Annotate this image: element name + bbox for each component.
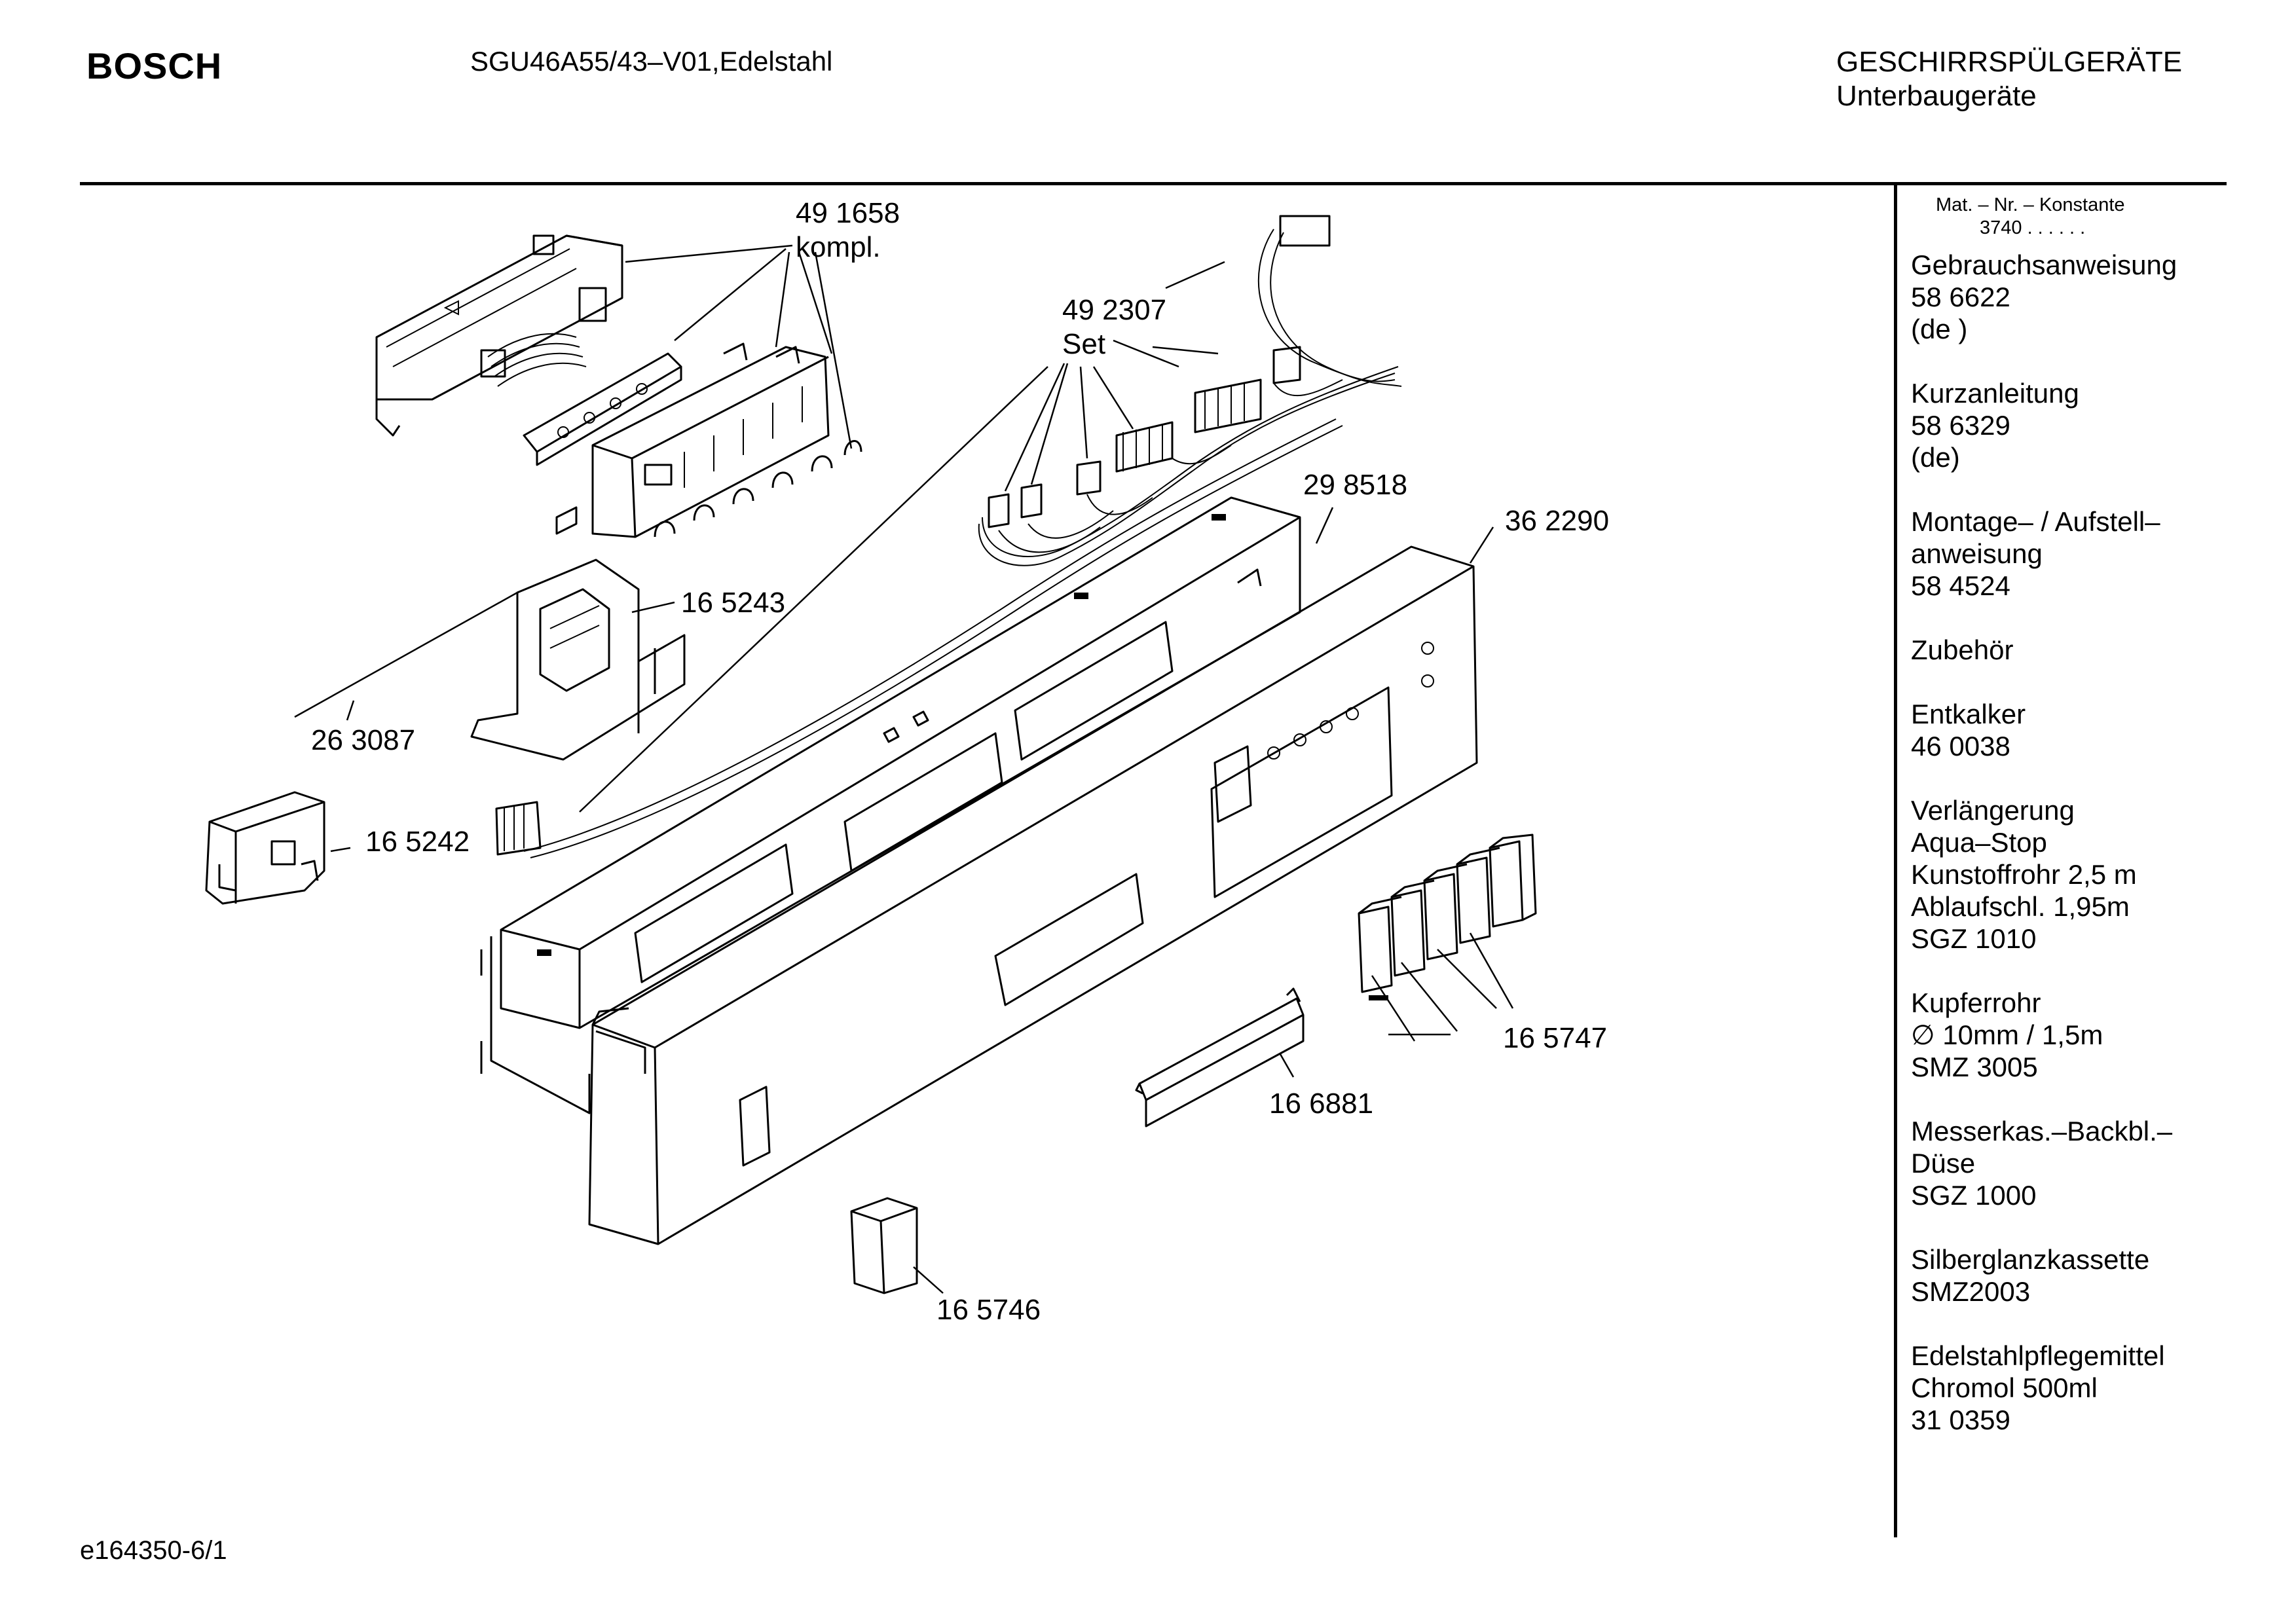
section-line: SGZ 1000 xyxy=(1911,1180,2037,1211)
header-divider xyxy=(80,182,2227,185)
section-line: SGZ 1010 xyxy=(1911,923,2037,954)
sidebar-divider xyxy=(1894,185,1897,1537)
section-line: Silberglanzkassette xyxy=(1911,1244,2150,1275)
trim-strip xyxy=(1135,987,1305,1127)
section-line: Messerkas.–Backbl.– xyxy=(1911,1116,2173,1146)
part-label-16-6881: 16 6881 xyxy=(1269,1088,1373,1120)
section-kupferrohr: Kupferrohr ∅ 10mm / 1,5m SMZ 3005 xyxy=(1911,987,2219,1083)
section-gebrauchsanweisung: Gebrauchsanweisung 58 6622 (de ) xyxy=(1911,249,2219,345)
section-silberglanzkassette: Silberglanzkassette SMZ2003 xyxy=(1911,1243,2219,1308)
section-entkalker: Entkalker 46 0038 xyxy=(1911,698,2219,762)
category-subtitle: Unterbaugeräte xyxy=(1836,80,2037,112)
section-line: Verlängerung xyxy=(1911,795,2075,826)
section-verlaengerung: Verlängerung Aqua–Stop Kunstoffrohr 2,5 … xyxy=(1911,794,2219,955)
model-number: SGU46A55/43–V01,Edelstahl xyxy=(470,46,833,77)
section-line: Kupferrohr xyxy=(1911,987,2041,1018)
part-label-set: Set xyxy=(1062,328,1105,360)
section-line: 58 6622 xyxy=(1911,282,2010,312)
section-line: ∅ 10mm / 1,5m xyxy=(1911,1019,2103,1050)
section-montageanweisung: Montage– / Aufstell– anweisung 58 4524 xyxy=(1911,505,2219,602)
button-set xyxy=(1358,833,1537,1000)
control-module-assembly xyxy=(375,234,862,538)
section-line: SMZ 3005 xyxy=(1911,1052,2038,1082)
module-housing xyxy=(470,559,686,761)
accessories-sidebar: Mat. – Nr. – Konstante 3740 . . . . . . … xyxy=(1911,194,2219,1436)
part-label-16-5746: 16 5746 xyxy=(936,1294,1041,1326)
wiring-harness xyxy=(495,215,1402,858)
front-panel xyxy=(588,545,1478,1245)
section-line: Edelstahlpflegemittel xyxy=(1911,1340,2165,1371)
part-label-16-5242: 16 5242 xyxy=(365,826,470,858)
section-line: 31 0359 xyxy=(1911,1404,2010,1435)
section-line: Montage– / Aufstell– xyxy=(1911,506,2160,537)
section-kurzanleitung: Kurzanleitung 58 6329 (de) xyxy=(1911,377,2219,473)
section-line: SMZ2003 xyxy=(1911,1276,2031,1307)
part-label-29-8518: 29 8518 xyxy=(1303,469,1407,501)
section-line: Entkalker xyxy=(1911,699,2026,729)
part-label-49-1658: 49 1658 xyxy=(796,197,900,229)
sidebar-header: Mat. – Nr. – Konstante xyxy=(1936,194,2125,215)
inner-panel xyxy=(480,496,1301,1114)
section-zubehoer: Zubehör xyxy=(1911,634,2219,666)
section-line: 58 6329 xyxy=(1911,410,2010,441)
section-line: 58 4524 xyxy=(1911,570,2010,601)
section-line: Aqua–Stop xyxy=(1911,827,2047,858)
sidebar-header-constant: 3740 . . . . . . xyxy=(1980,217,2086,238)
leader-lines xyxy=(294,244,1514,1294)
cover-cap xyxy=(850,1197,918,1294)
part-label-16-5243: 16 5243 xyxy=(681,587,785,619)
section-line: Gebrauchsanweisung xyxy=(1911,249,2177,280)
part-label-16-5747: 16 5747 xyxy=(1503,1022,1607,1054)
brand-logo: BOSCH xyxy=(86,45,223,86)
section-line: (de ) xyxy=(1911,314,1968,344)
section-line: 46 0038 xyxy=(1911,731,2010,761)
category-title: GESCHIRRSPÜLGERÄTE xyxy=(1836,46,2183,78)
section-line: Kurzanleitung xyxy=(1911,378,2079,409)
section-edelstahlpflegemittel: Edelstahlpflegemittel Chromol 500ml 31 0… xyxy=(1911,1340,2219,1436)
main-switch xyxy=(205,791,325,905)
part-label-kompl: kompl. xyxy=(796,231,881,263)
section-line: (de) xyxy=(1911,442,1960,473)
exploded-parts-drawing: 49 1658 kompl. 49 2307 Set 29 8518 36 22… xyxy=(205,197,1609,1326)
section-messerkasten-duese: Messerkas.–Backbl.– Düse SGZ 1000 xyxy=(1911,1115,2219,1211)
part-label-36-2290: 36 2290 xyxy=(1505,505,1609,537)
section-line: Chromol 500ml xyxy=(1911,1372,2098,1403)
section-line: Düse xyxy=(1911,1148,1976,1179)
part-label-49-2307: 49 2307 xyxy=(1062,294,1166,326)
section-line: Ablaufschl. 1,95m xyxy=(1911,891,2130,922)
section-line: anweisung xyxy=(1911,538,2043,569)
section-line: Kunstoffrohr 2,5 m xyxy=(1911,859,2137,890)
section-line: Zubehör xyxy=(1911,634,2014,665)
drawing-id: e164350-6/1 xyxy=(80,1536,227,1565)
part-label-26-3087: 26 3087 xyxy=(311,724,415,756)
